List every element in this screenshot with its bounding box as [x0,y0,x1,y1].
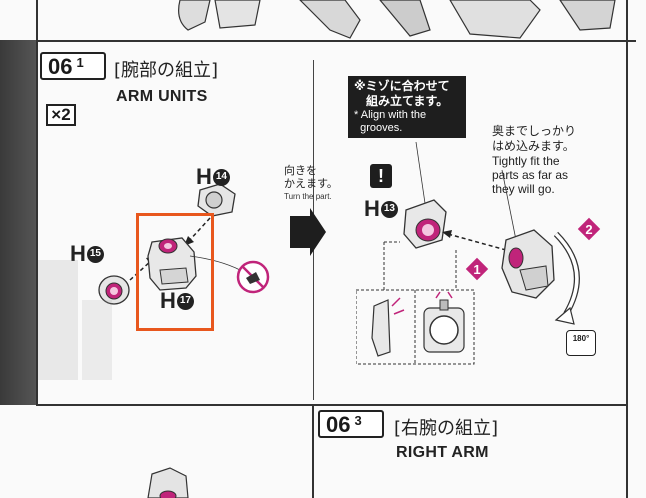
groove-note-en: * Align with the grooves. [354,109,427,134]
bottom-section-divider [36,404,626,406]
rotate-180-badge: 180° [566,330,596,356]
groove-note-box: ※ミゾに合わせて 組み立てます。 * Align with the groove… [348,76,466,138]
part-label-h15: H 15 [70,243,104,265]
step-06-3-title-jp: [右腕の組立] [394,418,499,439]
right-page-edge [626,0,628,498]
step-marker-1: 1 [465,257,489,281]
step-06-3-left-edge [312,404,314,498]
caution-icon: ! [370,164,392,188]
step-sub-number: 1 [76,55,84,70]
step-marker-2: 2 [577,217,601,241]
step-06-3-tag: 06 3 [318,410,384,438]
arm-unit-illustration [98,183,270,305]
next-step-part-preview [147,467,189,498]
part-label-h14: H 14 [196,166,230,188]
step-number: 06 [48,54,73,79]
left-page-edge [36,0,38,405]
step-sub-number: 3 [354,413,362,428]
tight-fit-note-jp: 奥までしっかり はめ込みます。 [492,124,577,153]
left-margin-strip [0,40,36,405]
multiplier-badge: ×2 [46,104,76,126]
shoulder-joint-illustration [356,141,580,365]
groove-note-jp: ※ミゾに合わせて 組み立てます。 [354,79,450,108]
part-label-h17: H 17 [160,290,194,312]
previous-step-artwork [178,0,616,39]
turn-arrow-icon [290,208,326,256]
tight-fit-note-en: Tightly fit the parts as far as they wil… [492,154,569,196]
part-number-circle: 13 [380,200,398,218]
turn-note-en: Turn the part. [284,192,332,201]
part-number-circle: 14 [212,168,230,186]
part-label-h13: H 13 [364,198,398,220]
step-06-1-title-jp: [腕部の組立] [114,60,219,81]
step-number: 06 [326,412,351,437]
step-06-1-tag: 06 1 [40,52,106,80]
step-06-3-title-en: RIGHT ARM [396,444,489,461]
step-06-1-title-en: ARM UNITS [116,88,208,105]
top-section-divider [36,40,636,42]
part-number-circle: 17 [176,292,194,310]
turn-note-jp: 向きを かえます。 [284,164,338,190]
part-number-circle: 15 [86,245,104,263]
highlight-box-h17 [136,213,214,331]
background-watermark [38,260,112,380]
